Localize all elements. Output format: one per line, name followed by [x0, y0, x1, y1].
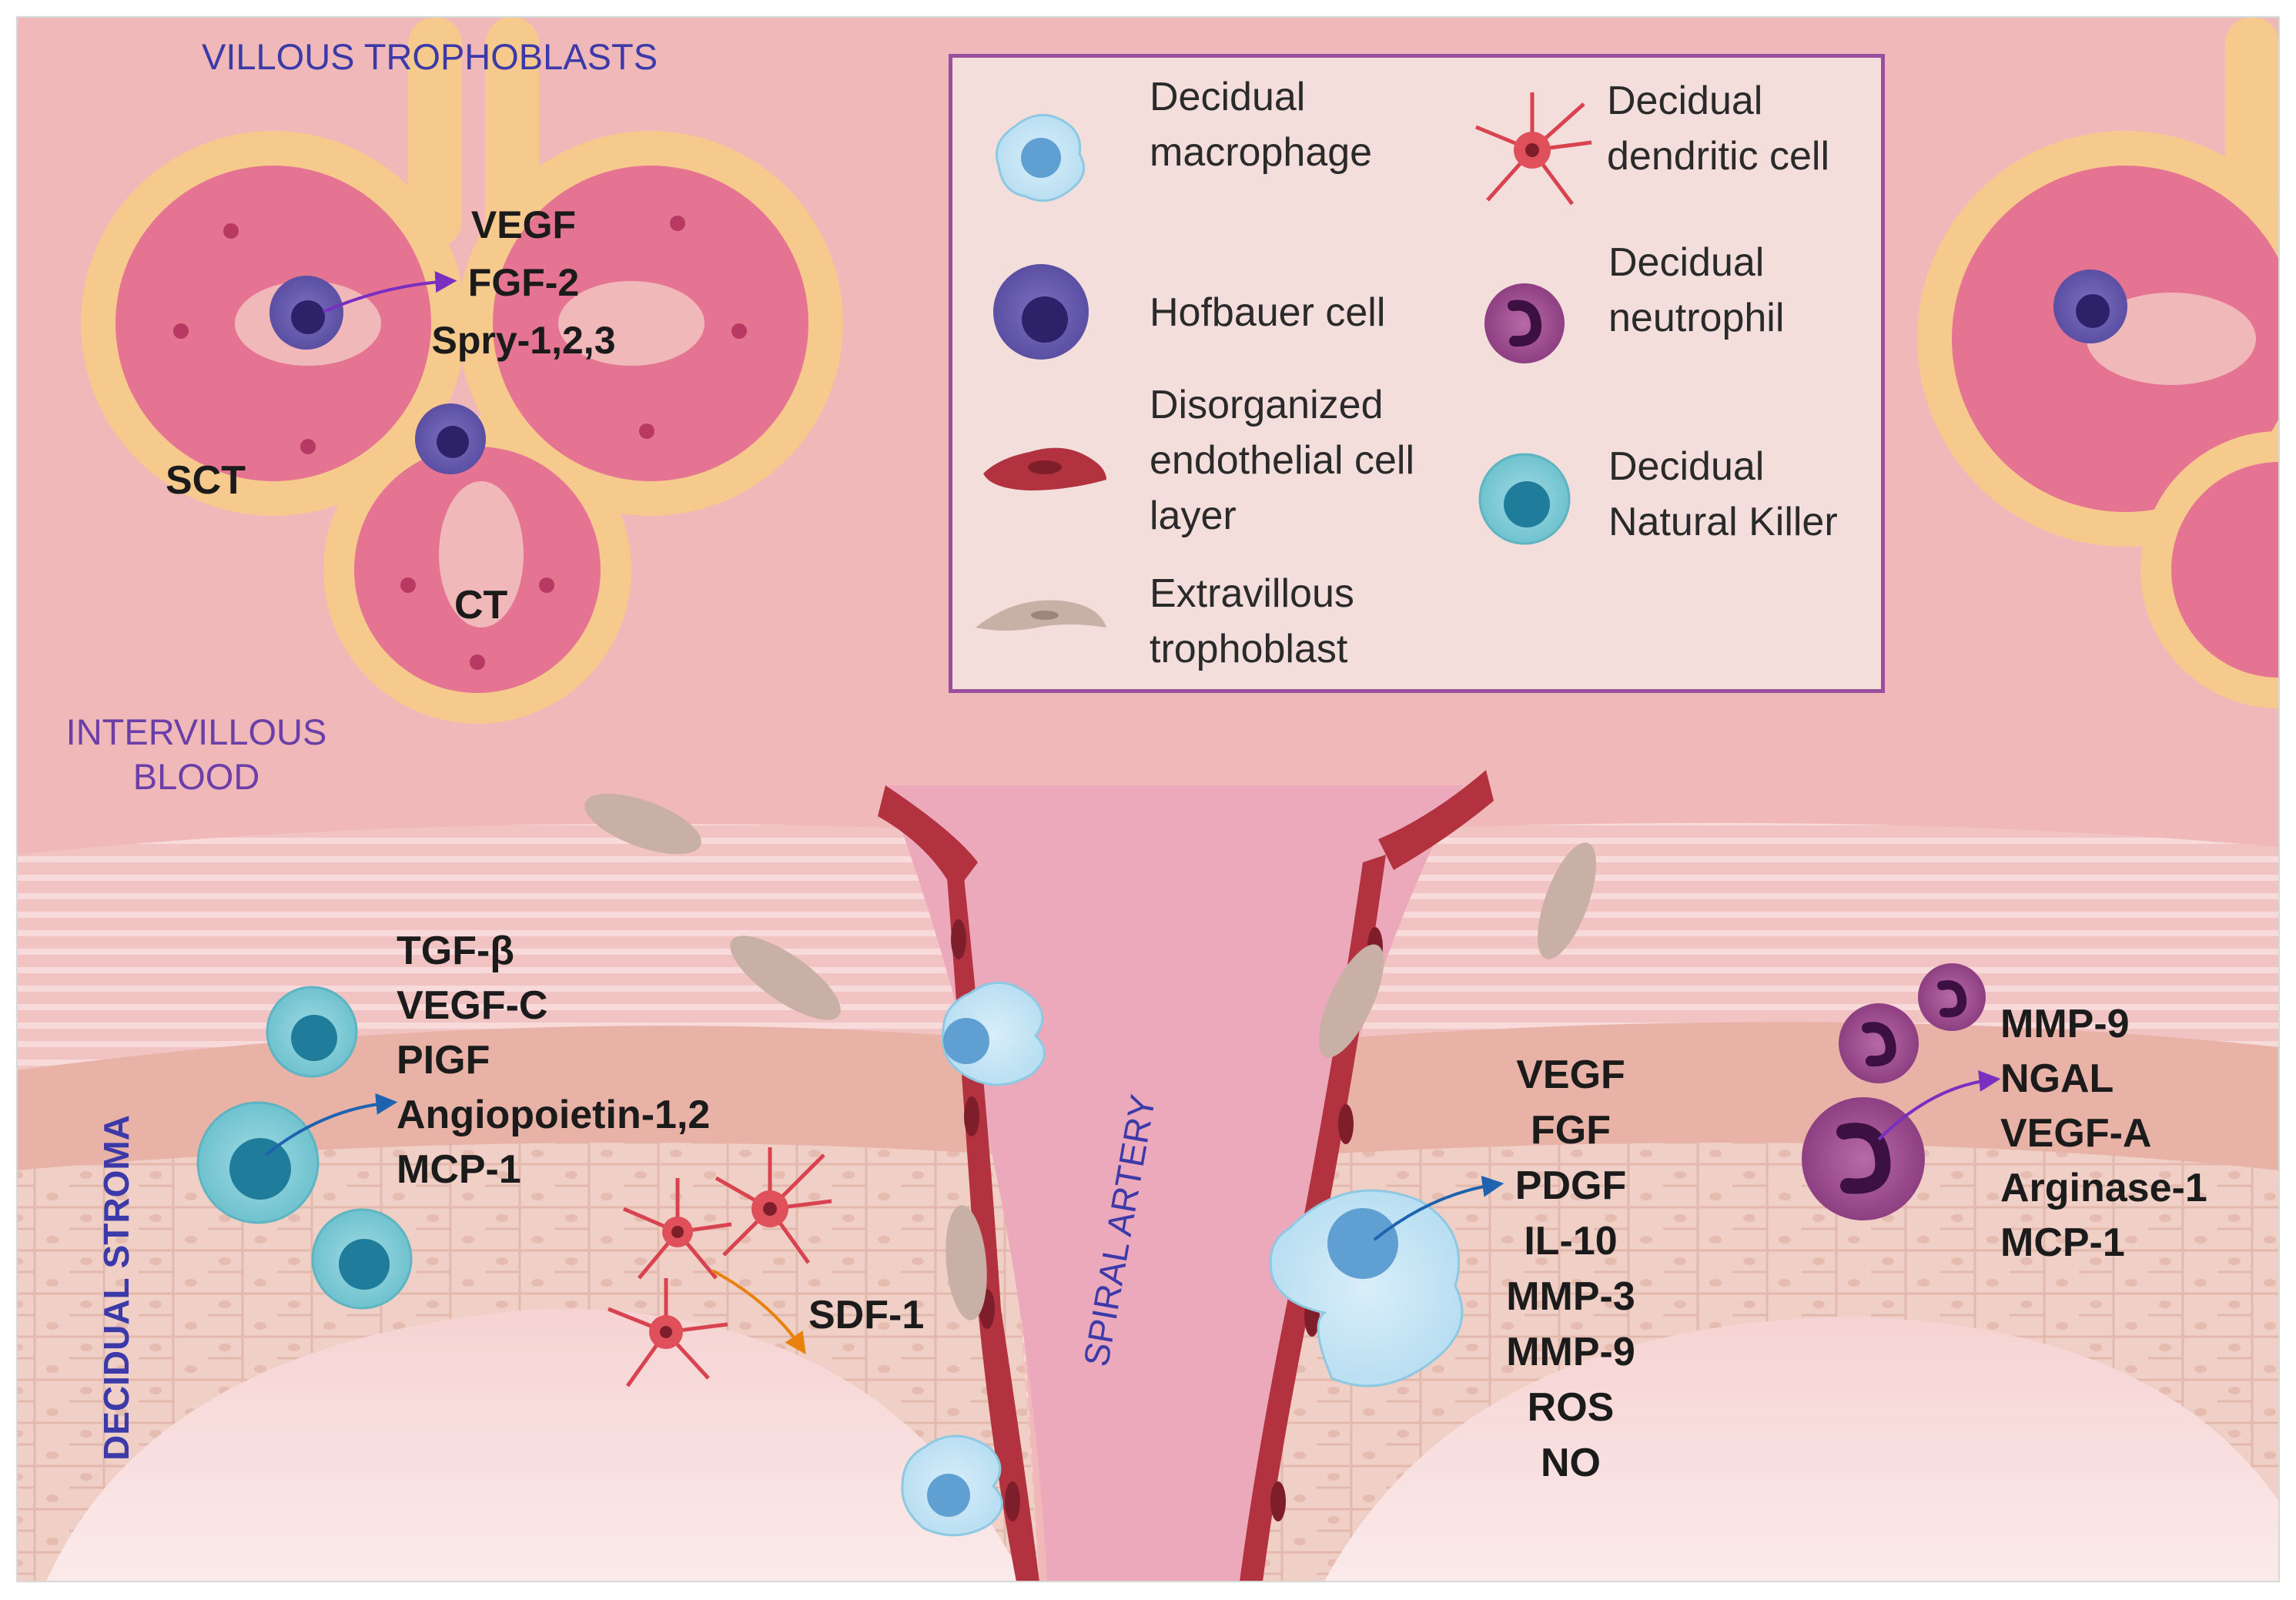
extravillous-trophoblast-icon [976, 600, 1106, 631]
factor-item: MCP-1 [397, 1147, 521, 1192]
uterine-basin-right [1324, 1317, 2279, 1582]
legend-line: Hofbauer cell [1150, 290, 1386, 335]
factor-item: TGF-β [397, 929, 515, 973]
legend-line: Decidual [1608, 240, 1765, 285]
factor-item: VEGF [470, 203, 577, 246]
legend: Decidual macrophage Decidual dendritic c… [949, 54, 1885, 693]
decidual-neutrophil [1802, 1097, 1925, 1220]
decidual-nk-cell [196, 1101, 320, 1224]
factor-item: MCP-1 [2000, 1220, 2125, 1265]
extravillous-trophoblast [946, 1205, 987, 1321]
decidual-nk-cell [266, 986, 358, 1078]
hofbauer-cell [2053, 269, 2127, 343]
legend-label-decidual-nk: Decidual Natural Killer [1608, 439, 1838, 550]
factor-item: Angiopoietin-1,2 [397, 1093, 711, 1137]
legend-label-extravillous-trophoblast: Extravillous trophoblast [1150, 566, 1354, 677]
legend-line: Decidual [1150, 75, 1306, 119]
legend-line: layer [1150, 494, 1237, 538]
legend-line: endothelial cell [1150, 438, 1415, 483]
decidual-nk-cell [311, 1208, 413, 1310]
legend-line: Natural Killer [1608, 500, 1838, 544]
figure-frame [16, 16, 2280, 1582]
uterine-basin-left [46, 1308, 1024, 1582]
decidual-nk-icon [1478, 453, 1571, 545]
legend-label-hofbauer-cell: Hofbauer cell [1150, 285, 1385, 340]
legend-line: Decidual [1608, 444, 1765, 489]
villous-trophoblasts-label: VILLOUS TROPHOBLASTS [202, 36, 658, 77]
macrophage-factor-list: VEGF FGF PDGF IL-10 MMP-3 MMP-9 ROS NO [1474, 1047, 1667, 1491]
decidual-dendritic-cell-icon [1475, 92, 1592, 206]
decidual-dendritic-cell [623, 1178, 732, 1280]
legend-line: Disorganized [1150, 383, 1384, 427]
hofbauer-cell [269, 276, 343, 350]
factor-item: VEGF-C [397, 983, 548, 1028]
intervillous-blood-line: INTERVILLOUS [65, 711, 327, 752]
legend-label-endothelial-cell: Disorganized endothelial cell layer [1150, 377, 1414, 544]
extravillous-trophoblast [730, 936, 841, 1020]
arrow-neutrophil-to-factors [1877, 1070, 2001, 1141]
extravillous-trophoblast [1318, 944, 1384, 1058]
ct-label: CT [454, 583, 508, 628]
extravillous-trophoblast [1538, 842, 1596, 959]
neutrophil-factor-list: MMP-9 NGAL VEGF-A Arginase-1 MCP-1 [2000, 997, 2207, 1270]
legend-line: macrophage [1150, 130, 1373, 175]
nk-factor-list: TGF-β VEGF-C PIGF Angiopoietin-1,2 MCP-1 [397, 924, 710, 1197]
factor-item: Spry-1,2,3 [431, 319, 616, 362]
legend-line: neutrophil [1608, 296, 1785, 340]
endothelial-cell-icon [983, 447, 1106, 490]
arrow-nk-to-factors [264, 1093, 398, 1156]
factor-item: MMP-9 [2000, 1002, 2130, 1046]
hofbauer-factor-list: VEGF FGF-2 Spry-1,2,3 [400, 196, 647, 370]
spiral-artery-lumen [885, 785, 1463, 1582]
arrow-macrophage-to-factors [1373, 1175, 1504, 1241]
sdf1-label: SDF-1 [808, 1293, 925, 1337]
legend-label-decidual-neutrophil: Decidual neutrophil [1608, 235, 1784, 346]
decidual-dendritic-cell [607, 1278, 728, 1387]
intervillous-blood-label: INTERVILLOUS BLOOD [46, 710, 346, 799]
decidual-macrophage-icon [996, 113, 1086, 203]
decidual-neutrophil-icon [1484, 283, 1565, 363]
factor-item: FGF-2 [467, 261, 580, 304]
legend-line: dendritic cell [1607, 134, 1830, 179]
sct-label: SCT [166, 458, 246, 503]
decidual-macrophage [941, 981, 1046, 1086]
factor-item: Arginase-1 [2000, 1166, 2207, 1210]
hofbauer-cell [415, 403, 486, 474]
decidual-neutrophil [1918, 963, 1986, 1031]
factor-item: ROS [1527, 1385, 1615, 1430]
factor-item: VEGF-A [2000, 1111, 2152, 1156]
factor-item: MMP-3 [1506, 1274, 1635, 1319]
legend-icons [976, 92, 1592, 631]
decidual-macrophage [1269, 1189, 1464, 1387]
legend-label-decidual-macrophage: Decidual macrophage [1150, 69, 1372, 180]
legend-line: Extravillous [1150, 571, 1354, 616]
legend-label-decidual-dendritic-cell: Decidual dendritic cell [1607, 73, 1829, 184]
decidual-stroma-label: DECIDUAL STROMA [96, 1115, 136, 1461]
intervillous-blood-line: BLOOD [132, 756, 260, 797]
hofbauer-cell-icon [993, 264, 1089, 360]
factor-item: MMP-9 [1506, 1330, 1635, 1374]
villous-tree [81, 17, 843, 724]
factor-item: PDGF [1514, 1163, 1627, 1208]
arrow-dendritic-to-sdf1 [711, 1269, 806, 1354]
factor-item: NGAL [2000, 1056, 2114, 1101]
decidual-neutrophil [1839, 1003, 1919, 1083]
legend-line: trophoblast [1150, 627, 1348, 671]
factor-item: FGF [1531, 1108, 1611, 1153]
factor-item: PIGF [397, 1038, 490, 1083]
arrow-hofbauer-to-factors [323, 271, 457, 313]
legend-line: Decidual [1607, 79, 1763, 123]
factor-item: NO [1541, 1441, 1601, 1485]
decidual-macrophage [901, 1434, 1003, 1537]
factor-item: VEGF [1516, 1053, 1625, 1097]
extravillous-trophoblast [584, 793, 701, 855]
factor-item: IL-10 [1524, 1219, 1618, 1264]
decidual-dendritic-cell [715, 1147, 832, 1264]
